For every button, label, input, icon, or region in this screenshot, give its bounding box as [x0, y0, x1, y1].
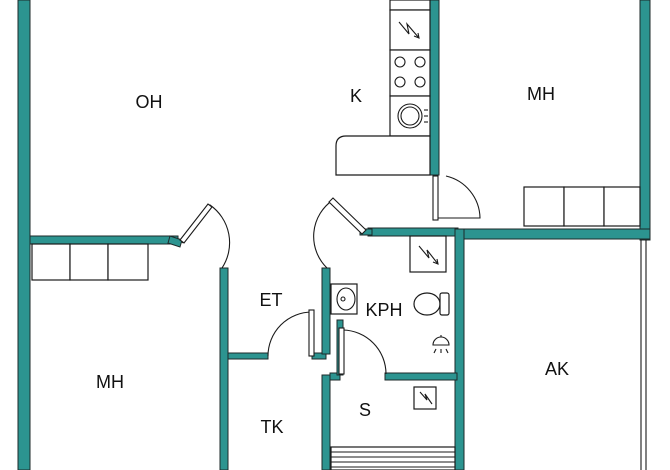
sink-icon [397, 103, 428, 129]
wardrobe-right-unit-3 [603, 186, 641, 227]
washbasin-icon [330, 283, 358, 315]
kitchen-cabinet-top [389, 0, 431, 11]
room-label-tk: TK [260, 417, 283, 437]
room-label-kph: KPH [365, 300, 402, 320]
wardrobe-right-unit-1 [523, 186, 565, 227]
door-tk-leaf [308, 309, 315, 357]
room-label-s: S [359, 400, 371, 420]
door-mh-top-arc [436, 175, 481, 219]
balcony-railing [640, 240, 647, 470]
kitchen-cabinets [335, 0, 431, 176]
tk-top-wall [227, 352, 269, 360]
wardrobe-left-unit-2 [69, 243, 109, 281]
kph-s-wall-left [329, 372, 341, 381]
door-mh-left-arc [181, 204, 231, 269]
room-label-k: K [350, 86, 362, 106]
room-label-ak: AK [545, 359, 569, 379]
electric-panel-icon-head-2 [432, 258, 439, 265]
door-kph-arc [313, 199, 365, 269]
electric-panel-icon [398, 21, 420, 39]
electric-panel-icon [419, 391, 433, 405]
kitchen-counter-peninsula [335, 135, 431, 176]
kitchen-cabinet-fridge [389, 9, 431, 51]
door-s-leaf [338, 327, 345, 375]
kph-ak-wall [454, 228, 465, 470]
door-kph-leaf [328, 197, 367, 235]
sauna-fixtures [330, 386, 456, 470]
wardrobe-left-unit-3 [107, 243, 149, 281]
bathroom-fixtures [330, 235, 450, 354]
sauna-bench [330, 446, 456, 470]
electric-panel-icon-head [413, 32, 420, 39]
wardrobe-left-unit-1 [31, 243, 71, 281]
wardrobe-left [31, 243, 149, 281]
kitchen-cabinet-stove [389, 49, 431, 97]
mh-left-top-wall [29, 235, 179, 245]
door-mh-left-leaf [179, 203, 213, 244]
room-label-mh-left: MH [96, 372, 124, 392]
kph-left-wall [321, 267, 331, 355]
wardrobe-right [523, 186, 641, 227]
doors [179, 175, 481, 375]
toilet-icon [413, 292, 450, 316]
mh-left-right-wall [219, 267, 229, 470]
room-label-mh-top: MH [527, 84, 555, 104]
stove-icon [394, 56, 426, 88]
walls [17, 0, 651, 470]
mh-left-door-wall [167, 235, 183, 248]
kitchen-mh-wall [429, 0, 440, 176]
outer-wall-right [639, 0, 651, 241]
room-label-oh: OH [136, 92, 163, 112]
room-label-et: ET [259, 290, 282, 310]
shower-icon [432, 335, 450, 354]
kph-top-wall [367, 227, 459, 237]
door-s-arc [342, 329, 387, 375]
room-labels: OH K MH MH ET KPH AK TK S [96, 84, 569, 437]
ak-top-wall [457, 228, 651, 240]
door-tk-arc [267, 311, 313, 357]
outer-wall-left [17, 0, 31, 470]
door-mh-top-leaf [432, 175, 439, 221]
wardrobe-right-unit-2 [563, 186, 605, 227]
electric-panel-icon [418, 245, 439, 265]
kitchen-cabinet-sink [389, 95, 431, 137]
kph-s-wall [384, 372, 458, 381]
tk-right-wall [321, 374, 331, 470]
